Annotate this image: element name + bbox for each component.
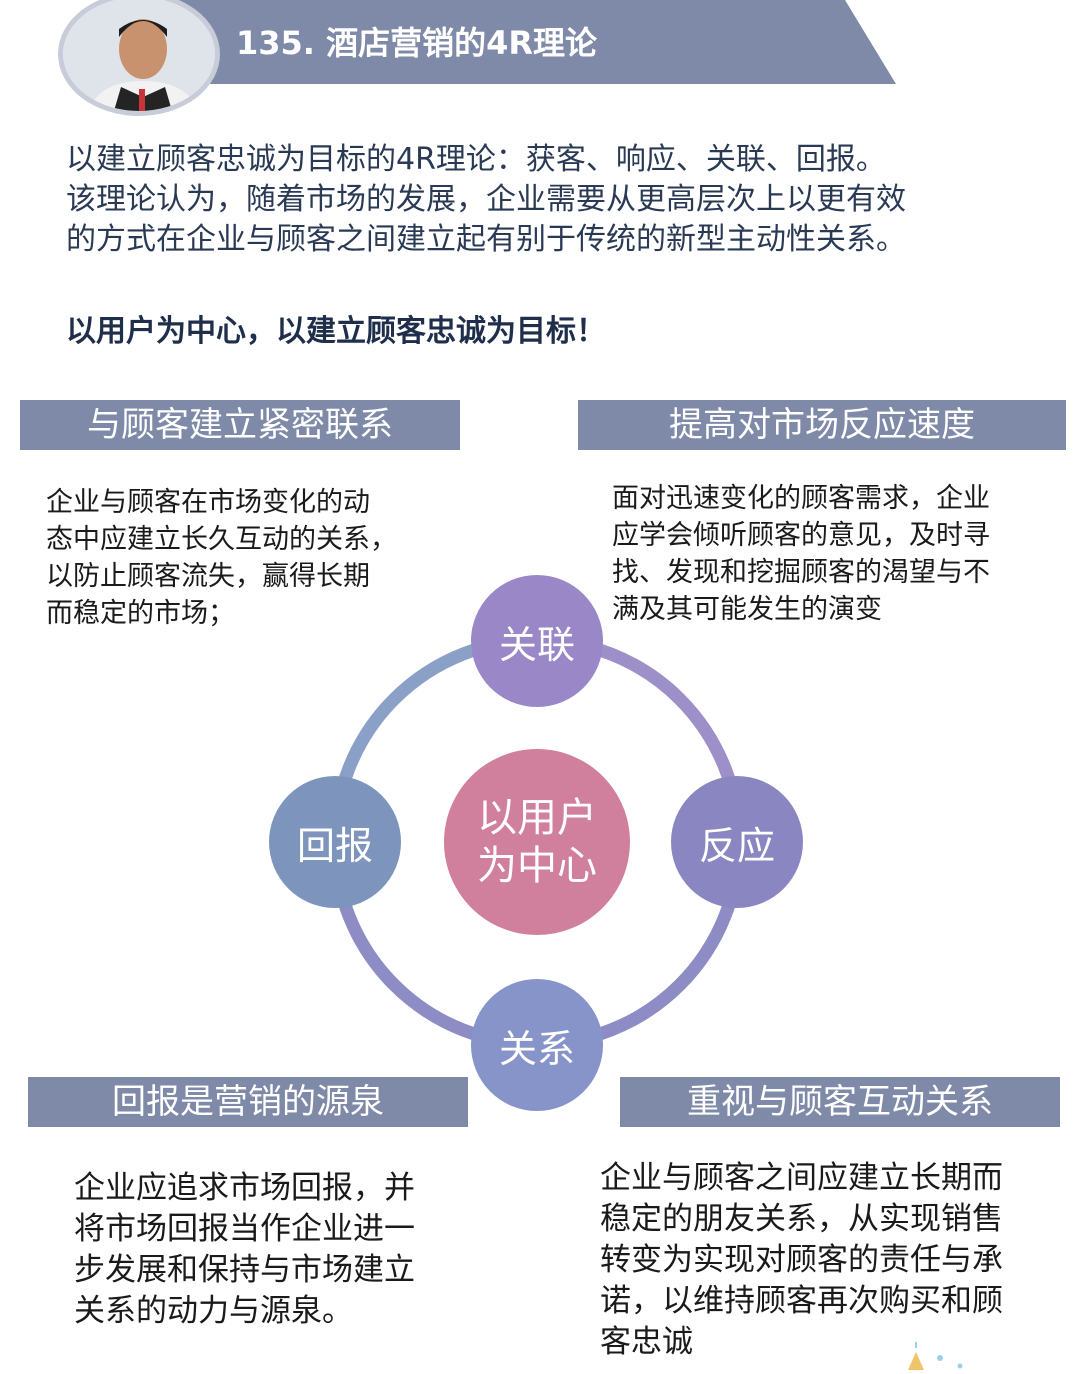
intro-paragraph: 以建立顾客忠诚为目标的4R理论：获客、响应、关联、回报。 该理论认为，随着市场的… [66, 140, 1046, 260]
header-banner [150, 0, 896, 84]
description-line: 客忠诚 [600, 1324, 693, 1360]
node-reaction: 反应 [671, 776, 803, 908]
node-relationship: 关系 [471, 979, 603, 1111]
center-node-user-centric: 以用户 为中心 [444, 749, 630, 935]
node-label: 回报 [296, 823, 373, 868]
description-line: 企业与顾客在市场变化的动 [46, 487, 370, 518]
description-line: 企业与顾客之间应建立长期而 [600, 1160, 1003, 1196]
description-line: 态中应建立长久互动的关系， [46, 524, 397, 555]
node-reward: 回报 [269, 776, 401, 908]
node-relevance: 关联 [471, 575, 603, 707]
description-line: 企业应追求市场回报，并 [74, 1170, 415, 1206]
bottom-right-description: 企业与顾客之间应建立长期而 稳定的朋友关系，从实现销售 转变为实现对顾客的责任与… [600, 1158, 1060, 1363]
description-line: 找、发现和挖掘顾客的渴望与不 [612, 557, 990, 588]
node-label: 关系 [498, 1026, 575, 1071]
intro-line: 该理论认为，随着市场的发展，企业需要从更高层次上以更有效 [66, 182, 906, 217]
center-line: 以用户 [477, 795, 597, 841]
description-line: 以防止顾客流失，赢得长期 [46, 561, 370, 592]
sparkle-icon [908, 1342, 963, 1370]
description-line: 将市场回报当作企业进一 [74, 1211, 415, 1247]
description-line: 转变为实现对顾客的责任与承 [600, 1242, 1003, 1278]
section-title-reward-source: 回报是营销的源泉 [28, 1077, 468, 1127]
slogan: 以用户为中心，以建立顾客忠诚为目标！ [66, 314, 606, 349]
description-line: 诺，以维持顾客再次购买和顾 [600, 1283, 1003, 1319]
presenter-avatar [58, 0, 220, 116]
description-line: 面对迅速变化的顾客需求，企业 [612, 483, 990, 514]
description-line: 稳定的朋友关系，从实现销售 [600, 1201, 1003, 1237]
intro-line: 的方式在企业与顾客之间建立起有别于传统的新型主动性关系。 [66, 222, 906, 257]
description-line: 应学会倾听顾客的意见，及时寻 [612, 520, 990, 551]
top-left-description: 企业与顾客在市场变化的动 态中应建立长久互动的关系， 以防止顾客流失，赢得长期 … [46, 484, 446, 632]
description-line: 而稳定的市场； [46, 598, 235, 629]
section-title-close-relationship: 与顾客建立紧密联系 [20, 400, 460, 450]
description-line: 满及其可能发生的演变 [612, 594, 882, 625]
section-title-customer-interaction: 重视与顾客互动关系 [620, 1077, 1060, 1127]
top-right-description: 面对迅速变化的顾客需求，企业 应学会倾听顾客的意见，及时寻 找、发现和挖掘顾客的… [612, 480, 1062, 628]
bottom-left-description: 企业应追求市场回报，并 将市场回报当作企业进一 步发展和保持与市场建立 关系的动… [74, 1168, 474, 1332]
section-title-market-reaction: 提高对市场反应速度 [578, 400, 1066, 450]
description-line: 步发展和保持与市场建立 [74, 1252, 415, 1288]
page-title: 135. 酒店营销的4R理论 [236, 24, 598, 62]
center-line: 为中心 [477, 843, 597, 889]
description-line: 关系的动力与源泉。 [74, 1293, 353, 1329]
intro-line: 以建立顾客忠诚为目标的4R理论：获客、响应、关联、回报。 [66, 142, 886, 177]
node-label: 反应 [698, 823, 775, 868]
node-label: 关联 [498, 622, 575, 667]
